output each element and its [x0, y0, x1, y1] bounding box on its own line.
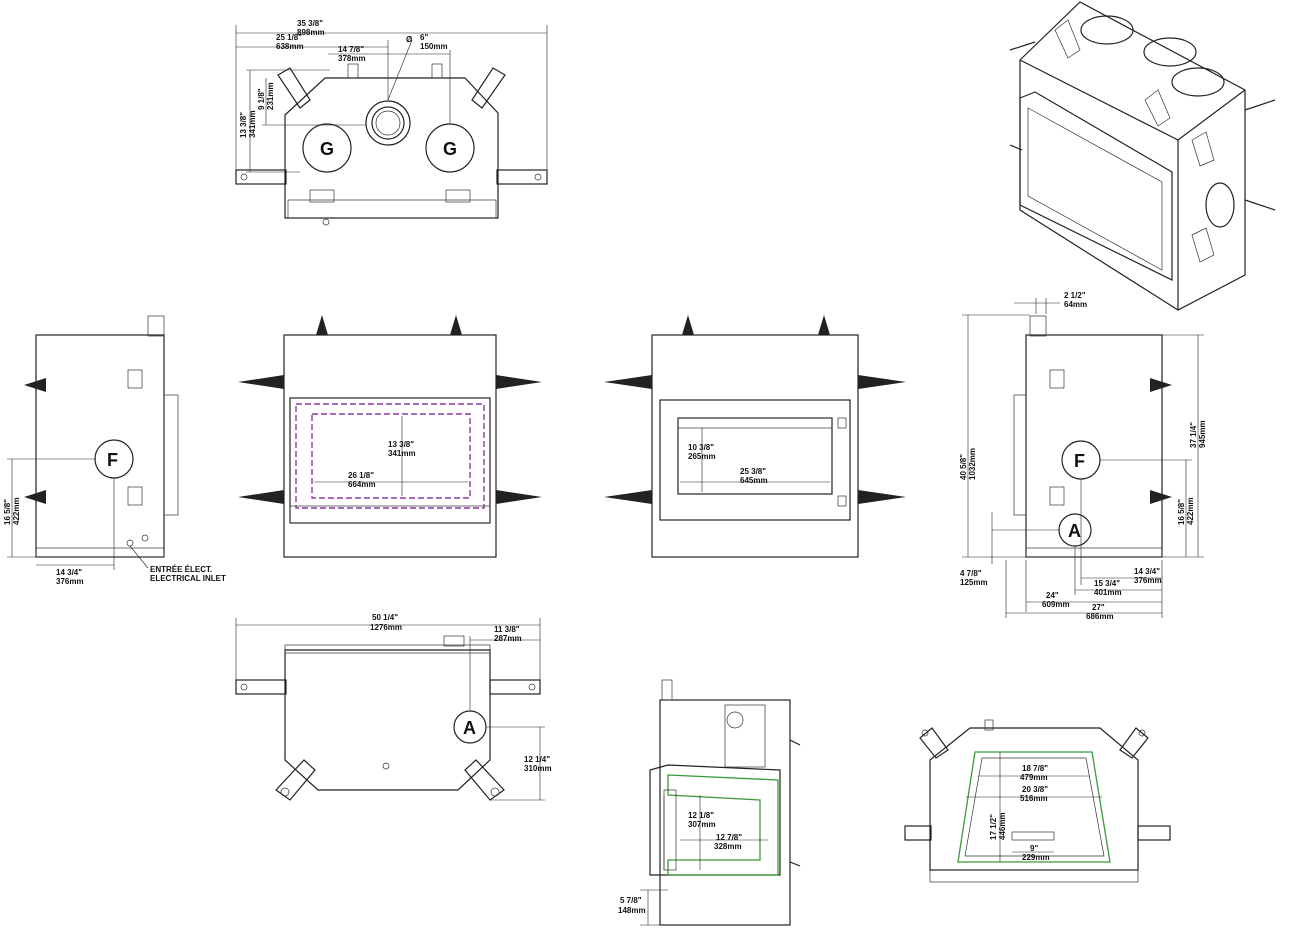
front-view: 13 3/8" 341mm 26 1/8" 664mm: [238, 315, 542, 558]
fresh-air-label-left: F: [107, 450, 118, 470]
right-f-height-mm: 422mm: [1186, 497, 1195, 525]
back-open-h-in: 10 3/8": [688, 443, 714, 452]
top-depth-mm: 341mm: [248, 110, 257, 138]
dim-b-in: 15 3/4": [1094, 579, 1120, 588]
section-view: 12 1/8" 307mm 12 7/8" 328mm 5 7/8" 148mm: [618, 679, 801, 926]
collar-in: 2 1/2": [1064, 291, 1086, 300]
vent-diameter-mm: 150mm: [420, 42, 448, 51]
bottom-depth-mm: 310mm: [524, 764, 552, 773]
dim-b-mm: 401mm: [1094, 588, 1122, 597]
gas-label-left: G: [320, 139, 334, 159]
left-width-mm: 376mm: [56, 577, 84, 586]
back-view: 10 3/8" 265mm 25 3/8" 645mm: [604, 315, 906, 558]
dim-a-mm: 376mm: [1134, 576, 1162, 585]
base-height-mm: 125mm: [960, 578, 988, 587]
left-height-mm: 422mm: [12, 497, 21, 525]
bottom-depth-in: 12 1/4": [524, 755, 550, 764]
left-side-view: 16 5/8" 422mm 14 3/4" 376mm ENTRÉE ÉLECT…: [3, 315, 226, 586]
top-overall-in: 35 3/8": [297, 19, 323, 28]
vent-depth-mm: 231mm: [266, 82, 275, 110]
top-center-mm: 378mm: [338, 54, 366, 63]
firebox-plan: 18 7/8" 479mm 20 3/8" 516mm 17 1/2" 446m…: [904, 719, 1171, 883]
electrical-inlet-en: ELECTRICAL INLET: [150, 574, 226, 583]
top-view: 35 3/8" 898mm 25 1/8" 638mm 14 7/8" 378m…: [235, 19, 548, 226]
dim-d-mm: 686mm: [1086, 612, 1114, 621]
fresh-air-label-right: F: [1074, 451, 1085, 471]
top-center-in: 14 7/8": [338, 45, 364, 54]
access-label-bottom: A: [463, 718, 476, 738]
burner-in: 9": [1030, 844, 1038, 853]
bottom-overall-mm: 1276mm: [370, 623, 402, 632]
firebox-depth-in: 17 1/2": [989, 814, 998, 840]
firebox-front-in: 20 3/8": [1022, 785, 1048, 794]
gas-label-right: G: [443, 139, 457, 159]
diameter-symbol: Ø: [406, 35, 412, 44]
top-overall-mm: 898mm: [297, 28, 325, 37]
top-depth-in: 13 3/8": [239, 112, 248, 138]
back-open-h-mm: 265mm: [688, 452, 716, 461]
firebox-back-mm: 479mm: [1020, 773, 1048, 782]
section-h-in: 12 1/8": [688, 811, 714, 820]
top-left-in: 25 1/8": [276, 33, 302, 42]
front-open-h-mm: 341mm: [388, 449, 416, 458]
firebox-depth-mm: 446mm: [998, 812, 1007, 840]
vent-depth-in: 9 1/8": [257, 88, 266, 110]
front-open-h-in: 13 3/8": [388, 440, 414, 449]
collar-mm: 64mm: [1064, 300, 1087, 309]
left-height-in: 16 5/8": [3, 499, 12, 525]
back-open-w-mm: 645mm: [740, 476, 768, 485]
bottom-offset-mm: 287mm: [494, 634, 522, 643]
isometric-view: [1009, 1, 1276, 311]
section-w-in: 12 7/8": [716, 833, 742, 842]
section-base-in: 5 7/8": [620, 896, 642, 905]
right-f-height-in: 16 5/8": [1177, 499, 1186, 525]
front-open-w-in: 26 1/8": [348, 471, 374, 480]
section-h-mm: 307mm: [688, 820, 716, 829]
top-left-mm: 638mm: [276, 42, 304, 51]
base-height-in: 4 7/8": [960, 569, 982, 578]
bottom-view: 50 1/4" 1276mm 11 3/8" 287mm 12 1/4" 310…: [235, 613, 552, 801]
section-base-mm: 148mm: [618, 906, 646, 915]
front-open-w-mm: 664mm: [348, 480, 376, 489]
firebox-front-mm: 516mm: [1020, 794, 1048, 803]
access-label-right: A: [1068, 521, 1081, 541]
body-height-mm: 945mm: [1198, 420, 1207, 448]
right-side-view: 2 1/2" 64mm 40 5/8" 1032mm 37 1/4" 945mm…: [959, 291, 1207, 621]
bottom-overall-in: 50 1/4": [372, 613, 398, 622]
back-open-w-in: 25 3/8": [740, 467, 766, 476]
vent-diameter-in: 6": [420, 33, 428, 42]
electrical-inlet-fr: ENTRÉE ÉLECT.: [150, 565, 212, 574]
dim-c-mm: 609mm: [1042, 600, 1070, 609]
firebox-back-in: 18 7/8": [1022, 764, 1048, 773]
dim-c-in: 24": [1046, 591, 1059, 600]
dim-a-in: 14 3/4": [1134, 567, 1160, 576]
left-width-in: 14 3/4": [56, 568, 82, 577]
total-height-mm: 1032mm: [968, 448, 977, 480]
section-w-mm: 328mm: [714, 842, 742, 851]
dim-d-in: 27": [1092, 603, 1105, 612]
total-height-in: 40 5/8": [959, 454, 968, 480]
body-height-in: 37 1/4": [1189, 422, 1198, 448]
bottom-offset-in: 11 3/8": [494, 625, 520, 634]
burner-mm: 229mm: [1022, 853, 1050, 862]
